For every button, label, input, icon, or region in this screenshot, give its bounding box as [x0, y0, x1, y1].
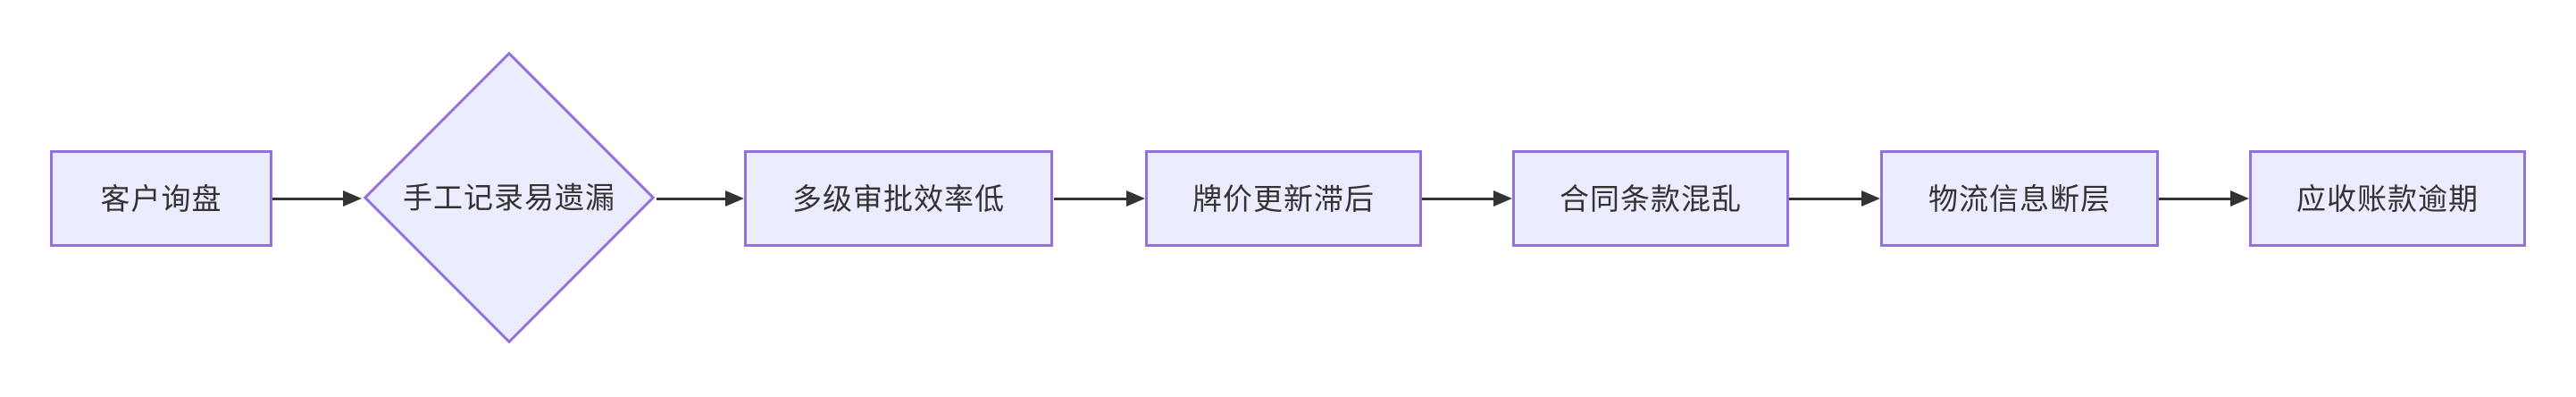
edge-arrow-4 [1422, 190, 1512, 207]
edge-arrow-6-line [2159, 197, 2235, 200]
node-contract-terms-chaos-label: 合同条款混乱 [1560, 182, 1742, 215]
node-multilevel-approval-inefficiency: 多级审批效率低 [744, 150, 1053, 247]
edge-arrow-2 [657, 190, 744, 207]
node-multilevel-approval-inefficiency-label: 多级审批效率低 [792, 182, 1005, 215]
node-price-update-lag-label: 牌价更新滞后 [1192, 182, 1375, 215]
arrowhead-icon [2230, 190, 2249, 207]
decision-manual-record-omission: 手工记录易遗漏 [361, 49, 657, 346]
node-customer-inquiry: 客户询盘 [50, 150, 272, 247]
edge-arrow-5-line [1789, 197, 1866, 200]
edge-arrow-6 [2159, 190, 2249, 207]
node-logistics-info-gap-label: 物流信息断层 [1928, 182, 2111, 215]
edge-arrow-4-line [1422, 197, 1498, 200]
edge-arrow-3-line [1054, 197, 1131, 200]
edge-arrow-3 [1054, 190, 1145, 207]
edge-arrow-2-line [657, 197, 730, 200]
decision-manual-record-omission-label: 手工记录易遗漏 [403, 181, 615, 215]
arrowhead-icon [1493, 190, 1512, 207]
edge-arrow-1 [272, 190, 362, 207]
node-price-update-lag: 牌价更新滞后 [1145, 150, 1422, 247]
arrowhead-icon [1126, 190, 1145, 207]
arrowhead-icon [1861, 190, 1880, 207]
node-customer-inquiry-label: 客户询盘 [100, 182, 222, 215]
arrowhead-icon [343, 190, 362, 207]
arrowhead-icon [725, 190, 744, 207]
node-overdue-receivables-label: 应收账款逾期 [2296, 182, 2479, 215]
node-logistics-info-gap: 物流信息断层 [1880, 150, 2159, 247]
node-contract-terms-chaos: 合同条款混乱 [1512, 150, 1789, 247]
node-overdue-receivables: 应收账款逾期 [2249, 150, 2526, 247]
edge-arrow-5 [1789, 190, 1880, 207]
edge-arrow-1-line [272, 197, 347, 200]
